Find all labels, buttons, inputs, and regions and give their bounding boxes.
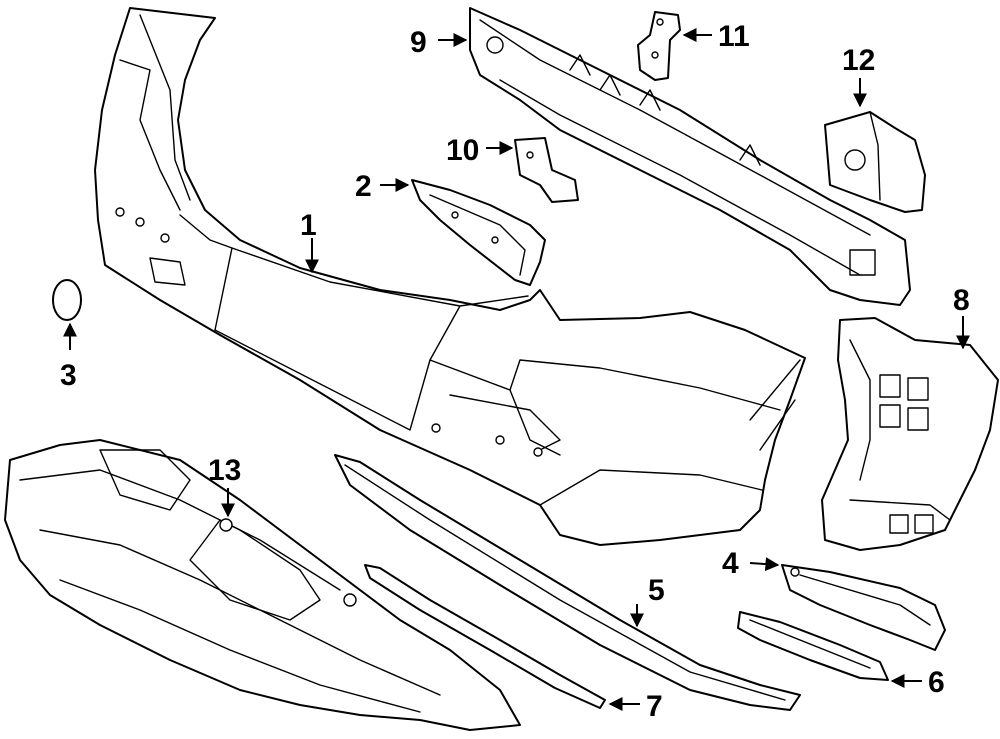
callout-label-12: 12 [842, 44, 875, 77]
callout-8: 8 [953, 284, 970, 350]
part-under-shield-13 [4, 439, 521, 731]
callout-label-8: 8 [953, 284, 970, 317]
callout-label-1: 1 [300, 209, 317, 242]
part-impact-bar-9 [469, 7, 911, 306]
part-bumper-cover [94, 7, 806, 546]
callout-label-13: 13 [208, 454, 241, 487]
callout-7: 7 [608, 690, 663, 723]
callout-label-3: 3 [60, 359, 77, 392]
part-bracket-10 [514, 137, 579, 203]
callout-6: 6 [890, 666, 945, 699]
callout-label-7: 7 [646, 690, 663, 723]
callout-1: 1 [300, 209, 319, 274]
part-side-bracket-8 [821, 317, 999, 551]
callout-12: 12 [842, 44, 875, 108]
part-molding-7 [364, 564, 606, 709]
callout-label-9: 9 [410, 26, 427, 59]
part-reinforcement-6 [737, 611, 889, 681]
callout-label-5: 5 [648, 574, 665, 607]
callout-4: 4 [722, 547, 780, 580]
part-tow-cap [52, 279, 82, 321]
callout-label-2: 2 [355, 170, 372, 203]
part-bracket-2 [411, 179, 546, 286]
part-bracket-11 [637, 11, 681, 81]
callout-3: 3 [60, 322, 77, 392]
part-lower-trim-5 [334, 454, 801, 711]
part-absorber-12 [824, 111, 926, 213]
callout-label-11: 11 [718, 20, 750, 53]
callout-9: 9 [410, 26, 468, 59]
callout-10: 10 [446, 134, 514, 167]
callout-label-10: 10 [446, 134, 479, 167]
callout-5: 5 [630, 574, 665, 628]
callout-2: 2 [355, 170, 410, 203]
callout-11: 11 [682, 20, 750, 53]
callout-label-6: 6 [928, 666, 945, 699]
part-bracket-4 [781, 564, 946, 651]
callout-label-4: 4 [722, 547, 739, 580]
callout-13: 13 [208, 454, 241, 518]
